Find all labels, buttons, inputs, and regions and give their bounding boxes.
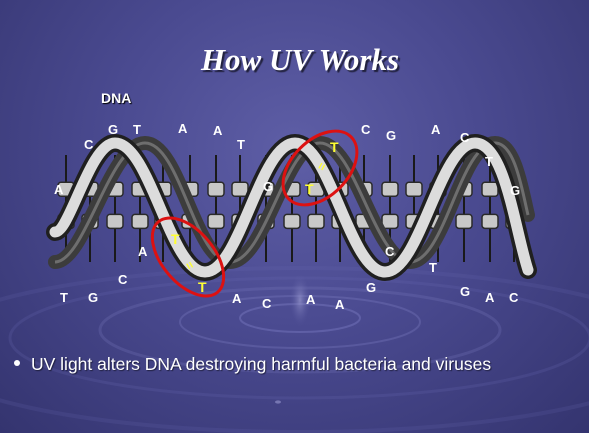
- base-label: G: [366, 280, 376, 295]
- thymine-label: T: [305, 181, 314, 197]
- base-label: G: [88, 290, 98, 305]
- base-block: [307, 213, 325, 230]
- base-label: T: [485, 154, 493, 169]
- base-block: [131, 213, 149, 230]
- base-block: [381, 213, 399, 230]
- base-block: [231, 181, 249, 197]
- base-block: [106, 213, 124, 230]
- base-label: T: [237, 137, 245, 152]
- base-label: T: [429, 260, 437, 275]
- base-block: [455, 213, 473, 230]
- bullet-point: UV light alters DNA destroying harmful b…: [14, 354, 491, 375]
- base-label: C: [118, 272, 128, 287]
- base-block: [207, 213, 225, 230]
- base-block: [481, 181, 499, 197]
- dna-label: DNA: [101, 90, 132, 106]
- base-label: G: [510, 183, 520, 198]
- base-label: A: [54, 182, 64, 197]
- base-label: A: [335, 297, 345, 312]
- base-block: [481, 213, 499, 230]
- base-block: [405, 181, 423, 197]
- base-label: T: [133, 122, 141, 137]
- base-label: A: [178, 121, 188, 136]
- thymine-label: T: [330, 139, 339, 155]
- base-label: A: [213, 123, 223, 138]
- base-label: A: [485, 290, 495, 305]
- base-label: A: [431, 122, 441, 137]
- thymine-label: T: [198, 279, 207, 295]
- base-block: [283, 213, 301, 230]
- slide-title: How UV Works: [200, 42, 400, 77]
- base-label: G: [108, 122, 118, 137]
- bullet-text: UV light alters DNA destroying harmful b…: [31, 354, 492, 374]
- base-label: A: [232, 291, 242, 306]
- base-label: G: [263, 179, 273, 194]
- base-block: [207, 181, 225, 197]
- base-block: [381, 181, 399, 197]
- thymine-label: T: [171, 231, 180, 247]
- base-label: C: [361, 122, 371, 137]
- base-label: A: [306, 292, 316, 307]
- base-label: G: [386, 128, 396, 143]
- base-label: C: [385, 244, 395, 259]
- base-label: C: [262, 296, 272, 311]
- base-label: C: [509, 290, 519, 305]
- base-label: A: [138, 244, 148, 259]
- dna-front-strand-highlight: [49, 137, 534, 278]
- thymine-dimer-highlight: T = T: [281, 129, 359, 207]
- bullet-icon: [14, 360, 20, 367]
- base-label: T: [60, 290, 68, 305]
- base-label: C: [84, 137, 94, 152]
- base-label: G: [460, 284, 470, 299]
- base-label: C: [460, 130, 470, 145]
